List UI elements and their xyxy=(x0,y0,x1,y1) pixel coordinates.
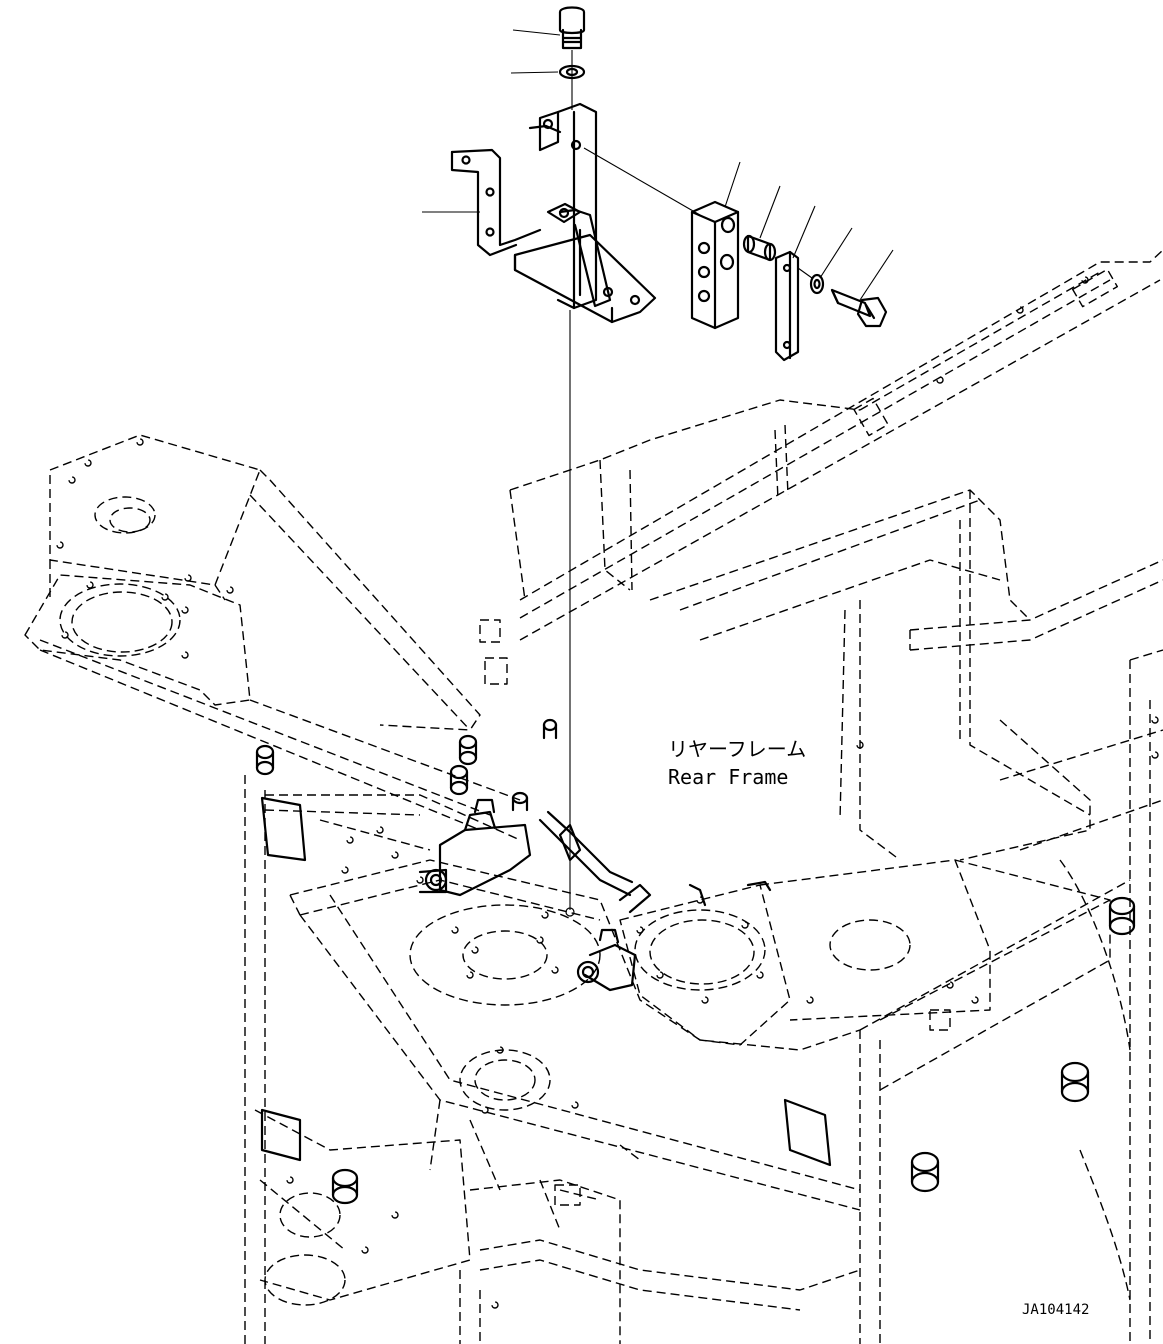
valve-assembly xyxy=(418,798,772,992)
plate xyxy=(774,250,800,362)
frame-standoffs xyxy=(255,718,1136,1205)
mount-hole-marker xyxy=(565,907,575,917)
drawing-id: JA104142 xyxy=(1022,1302,1089,1318)
bracket xyxy=(450,102,657,324)
part-name-en: Rear Frame xyxy=(668,765,788,789)
rear-frame-outline xyxy=(24,249,1163,1344)
block xyxy=(690,200,740,330)
bolt-top xyxy=(558,6,586,50)
washer-right xyxy=(809,273,825,295)
frame-bolt-holes xyxy=(56,276,1159,1309)
leader-lines xyxy=(422,29,894,910)
bolt-right xyxy=(830,288,888,328)
collar xyxy=(742,234,777,262)
part-name-jp: リヤーフレーム xyxy=(668,737,806,761)
